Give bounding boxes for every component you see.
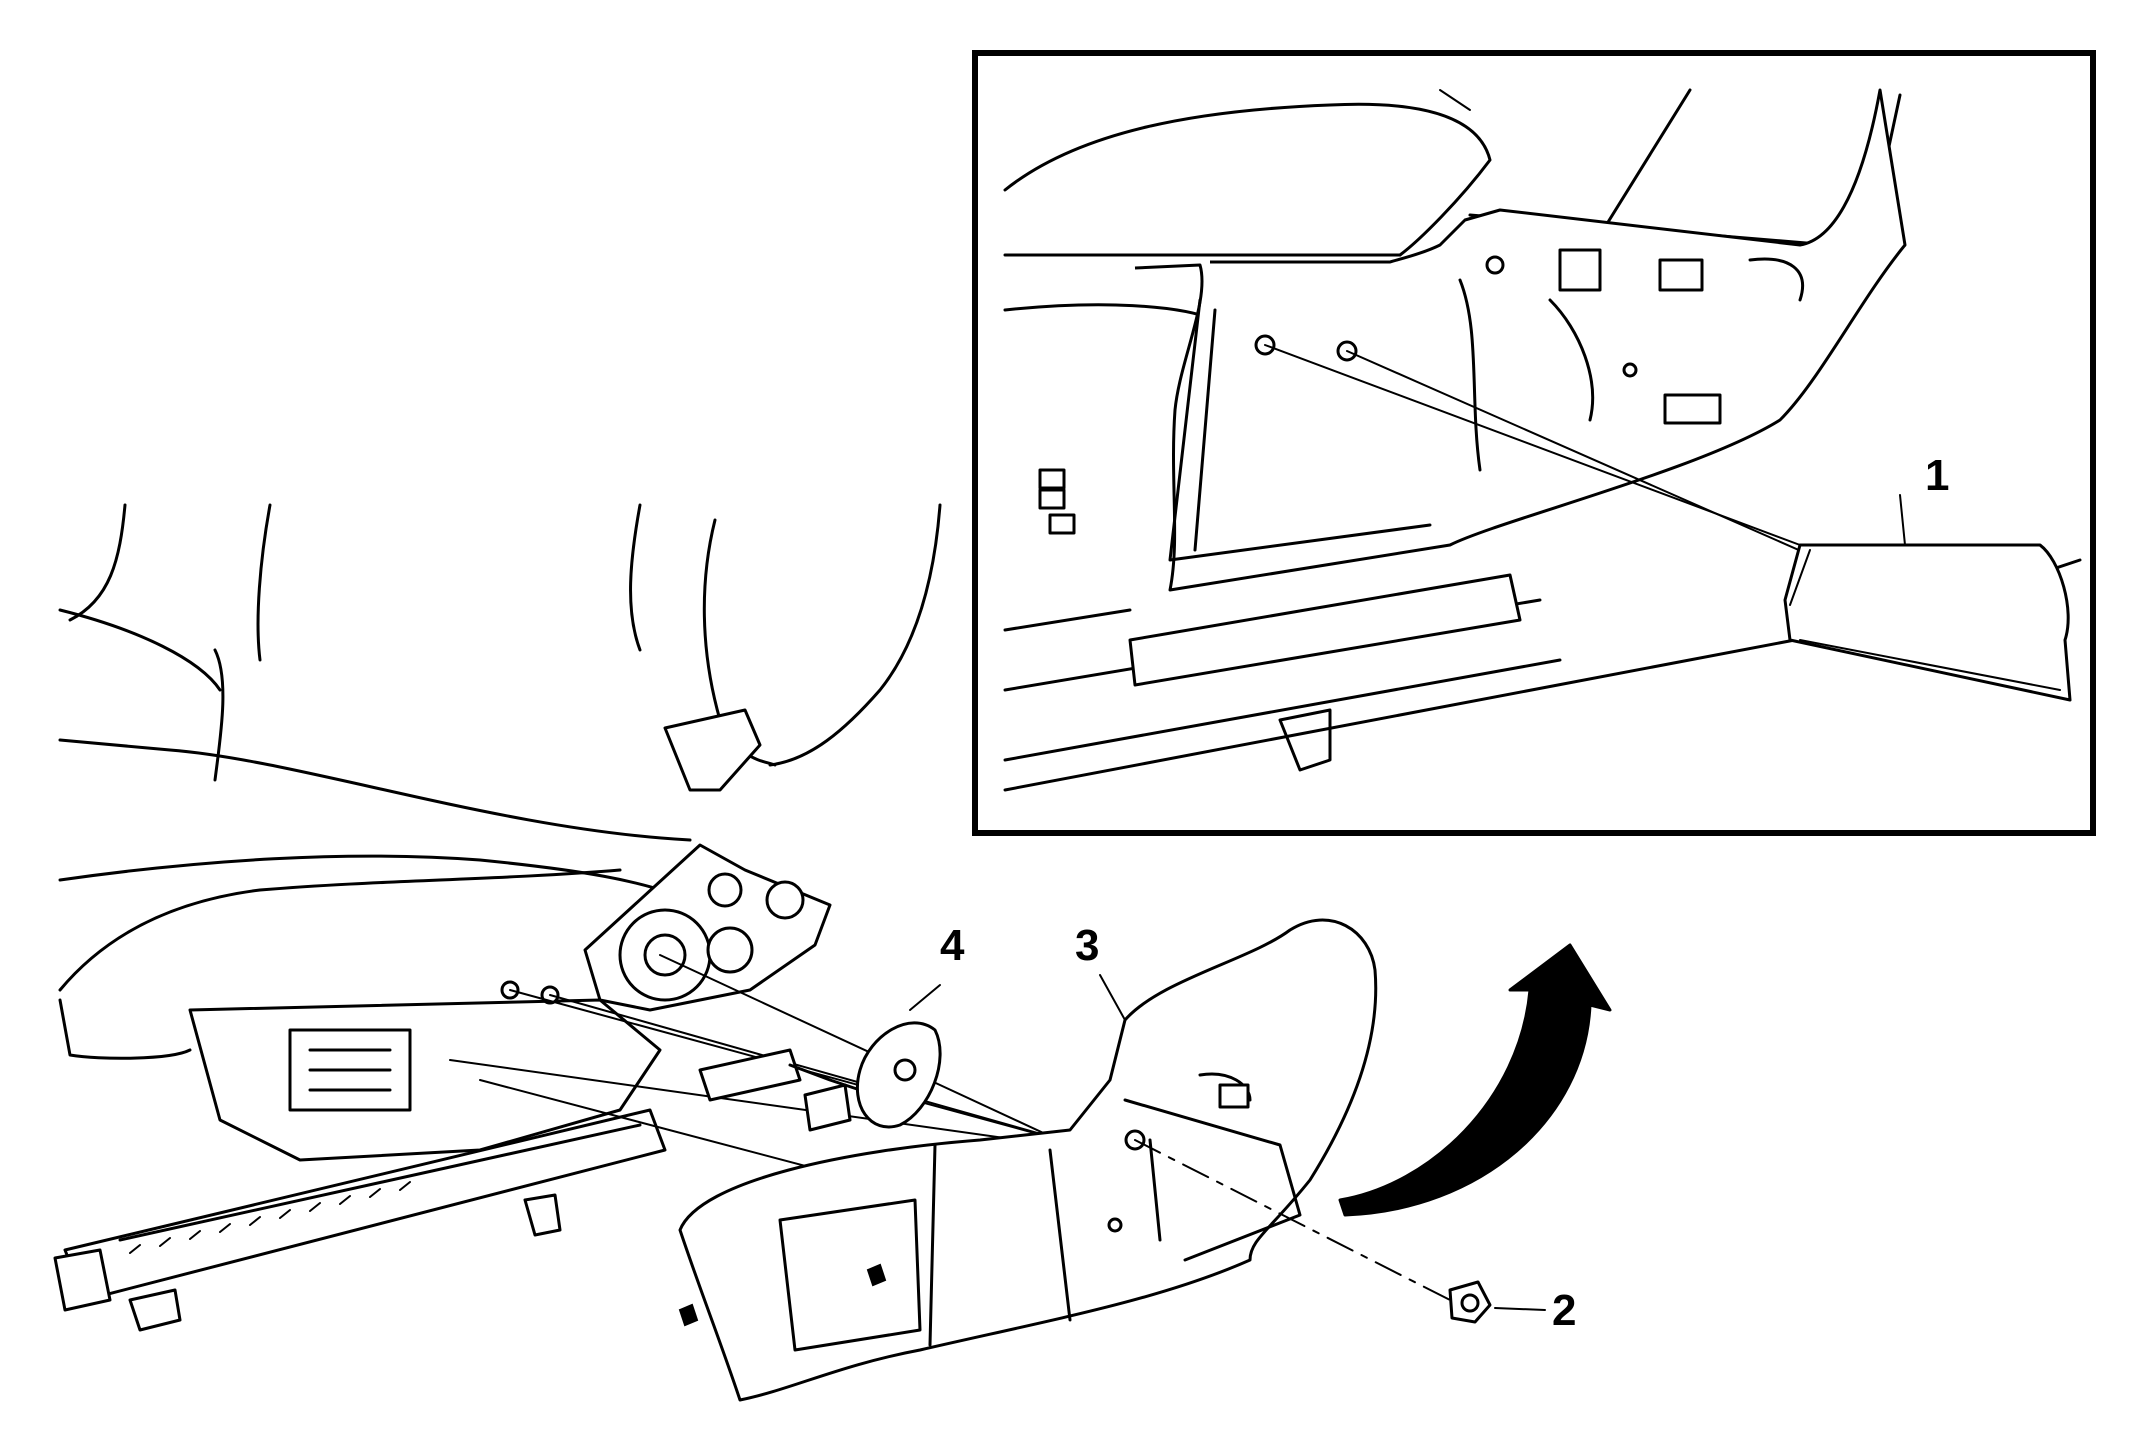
seat-main-view	[53, 503, 1091, 1332]
recliner-mechanism	[583, 843, 832, 1012]
trim-panel-part-1	[1783, 543, 2072, 702]
inset-detail-view: 1	[972, 50, 2096, 836]
cable-connector	[698, 1048, 802, 1102]
track-teeth	[129, 1181, 411, 1254]
inset-cushion-top	[1003, 102, 1492, 257]
inset-side-shield	[1134, 88, 1907, 592]
curved-arrow-icon	[1338, 943, 1612, 1217]
seat-back-left-edge	[68, 503, 127, 622]
side-shield-recess	[778, 1198, 922, 1352]
callout-1: 1	[1925, 451, 1949, 500]
callout-2: 2	[1552, 1286, 1576, 1335]
seat-back-right-edge	[768, 503, 942, 767]
side-shield-body	[678, 918, 1378, 1402]
inset-track-bar	[1128, 573, 1522, 687]
headrest-fragment	[663, 708, 762, 792]
side-shield-part-3: 3	[678, 918, 1451, 1402]
inset-connector	[1038, 468, 1076, 535]
callout-3: 3	[1075, 921, 1099, 970]
seat-cushion-top	[58, 738, 692, 842]
recliner-cover-part-4: 4	[855, 921, 965, 1129]
callout-4: 4	[940, 921, 965, 970]
fastener-part-2: 2	[1448, 1280, 1576, 1335]
removal-direction-arrow	[1338, 943, 1612, 1217]
track-end-cap	[53, 1248, 112, 1312]
